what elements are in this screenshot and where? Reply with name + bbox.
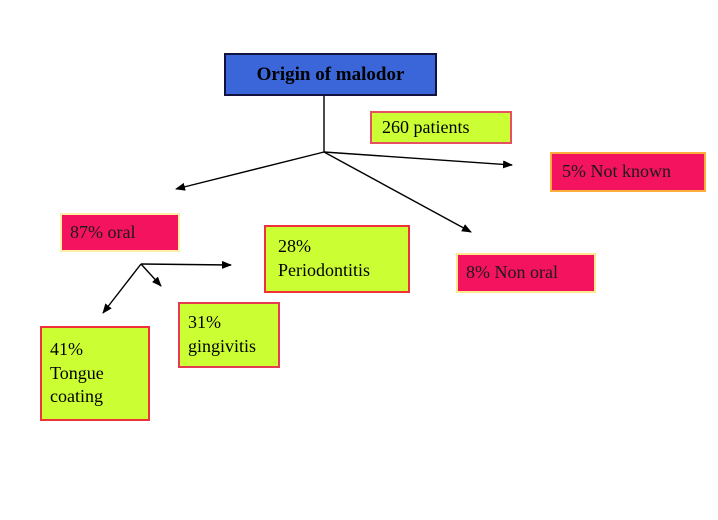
node-31pct-gingivitis: 31% gingivitis [178,302,280,368]
node-5pct-not-known: 5% Not known [550,152,706,192]
node-41pct-tongue-coating: 41% Tongue coating [40,326,150,421]
node-28pct-periodontitis: 28% Periodontitis [264,225,410,293]
node-8pct-non-oral: 8% Non oral [456,253,596,293]
node-origin-of-malodor: Origin of malodor [224,53,437,96]
node-87pct-oral: 87% oral [60,213,180,252]
node-260-patients: 260 patients [370,111,512,144]
